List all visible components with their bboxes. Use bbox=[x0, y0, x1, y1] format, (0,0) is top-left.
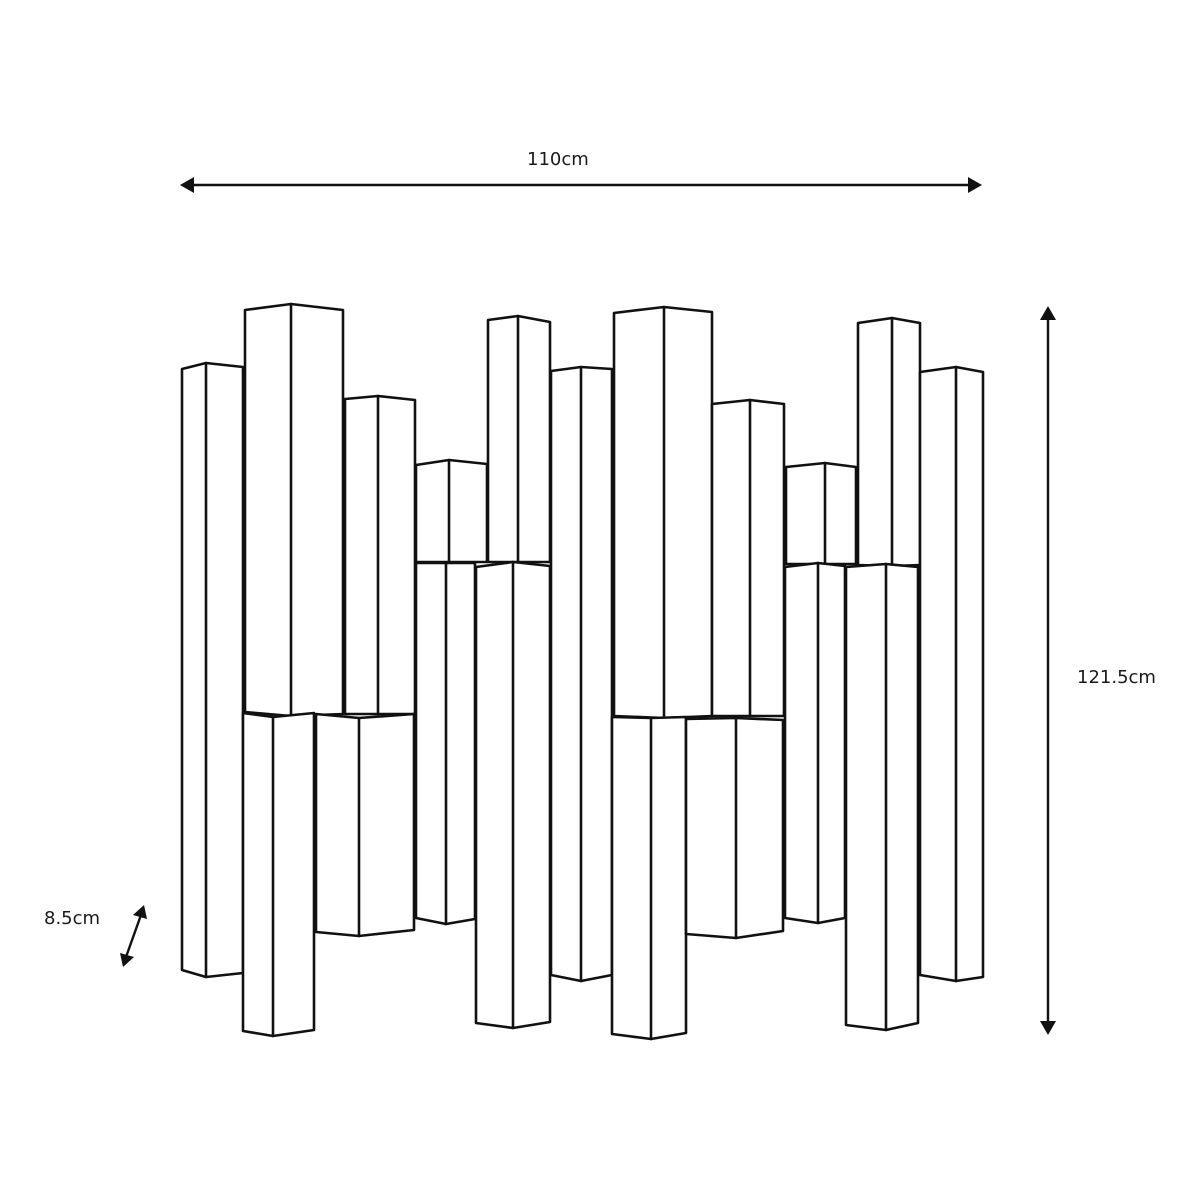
wooden-bar-16 bbox=[783, 561, 847, 925]
wooden-bar-14 bbox=[684, 716, 785, 940]
wooden-bar-6 bbox=[414, 458, 489, 564]
width-dimension-arrow bbox=[180, 177, 982, 193]
wooden-bar-2 bbox=[243, 302, 345, 718]
wooden-bar-19 bbox=[918, 365, 985, 983]
wooden-bar-3 bbox=[241, 711, 316, 1038]
wooden-bar-13 bbox=[710, 398, 786, 718]
wooden-bar-5 bbox=[314, 712, 416, 938]
wooden-bar-1 bbox=[180, 361, 245, 979]
wooden-bars-group bbox=[180, 302, 985, 1041]
wooden-bar-17 bbox=[856, 316, 922, 568]
width-label: 110cm bbox=[527, 149, 589, 170]
wooden-bar-15 bbox=[784, 461, 858, 566]
wooden-bar-4 bbox=[343, 394, 417, 716]
depth-label: 8.5cm bbox=[44, 908, 101, 929]
height-label: 121.5cm bbox=[1077, 667, 1156, 688]
height-dimension-arrow bbox=[1040, 306, 1056, 1035]
depth-dimension-arrow bbox=[120, 905, 147, 967]
wooden-bar-12 bbox=[610, 715, 688, 1041]
wooden-bar-18 bbox=[844, 562, 920, 1032]
